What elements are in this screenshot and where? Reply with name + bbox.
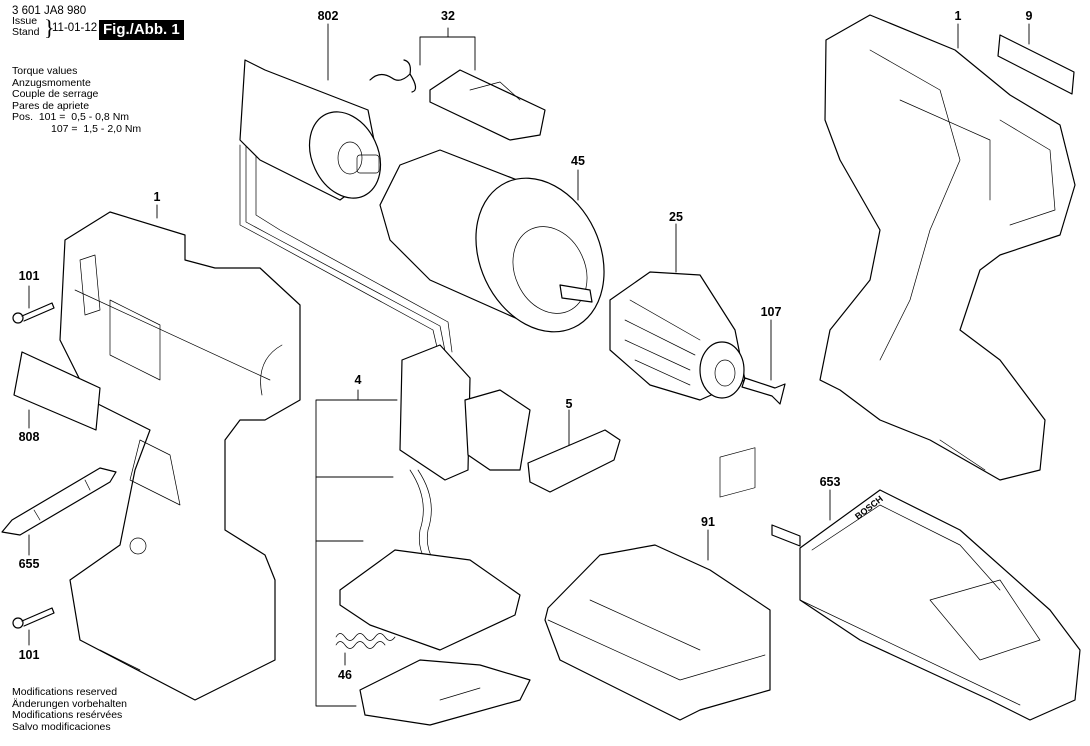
modifications-notice: Modifications reserved Änderungen vorbeh… xyxy=(12,686,128,733)
chuck-25 xyxy=(609,271,746,401)
torque-heading-de: Anzugsmomente xyxy=(12,76,91,89)
torque-row: 107 = 1,5 - 2,0 Nm xyxy=(51,122,142,135)
modifications-line: Salvo modificaciones xyxy=(12,720,111,733)
issue-label: Issue Stand xyxy=(12,16,39,38)
part-label-107: 107 xyxy=(760,305,782,319)
part-label-46: 46 xyxy=(338,668,352,682)
part-label-655: 655 xyxy=(18,557,40,571)
motor-802 xyxy=(239,59,382,201)
torque-heading-fr: Couple de serrage xyxy=(12,88,99,100)
part-label-4: 4 xyxy=(354,373,362,387)
screw-101-top xyxy=(12,302,55,324)
screw-107 xyxy=(741,377,786,405)
part-label-808: 808 xyxy=(18,430,40,444)
figure-badge: Fig./Abb. 1 xyxy=(99,20,184,40)
part-number: 3 601 JA8 980 xyxy=(12,5,87,17)
part-label-32: 32 xyxy=(441,9,455,23)
bit-655 xyxy=(1,467,117,536)
part-label-101-top: 101 xyxy=(18,269,40,283)
left-housing xyxy=(59,211,301,701)
part-label-9: 9 xyxy=(1025,9,1033,23)
torque-values-block: Torque values Anzugsmomente Couple de se… xyxy=(12,65,142,135)
part-label-91: 91 xyxy=(701,515,715,529)
switch-base xyxy=(339,549,531,726)
issue-label-de: Stand xyxy=(12,26,40,38)
leader-4-bracket xyxy=(315,399,398,707)
screw-101-bottom xyxy=(12,607,55,629)
part-label-5: 5 xyxy=(565,397,573,411)
part-label-1-left: 1 xyxy=(153,190,161,204)
selector-5 xyxy=(527,429,621,493)
part-label-101-bottom: 101 xyxy=(18,648,40,662)
charger-653: BOSCH xyxy=(771,489,1081,721)
torque-row: Pos. 101 = 0,5 - 0,8 Nm xyxy=(12,111,130,123)
issue-label-en: Issue xyxy=(12,15,38,27)
motor-wires xyxy=(239,144,453,361)
gearbox-45 xyxy=(379,149,605,333)
part-label-802: 802 xyxy=(317,9,339,23)
part-label-25: 25 xyxy=(669,210,683,224)
modifications-line: Modifications resérvées xyxy=(12,709,123,721)
slider-set-32 xyxy=(369,59,546,141)
spring-46 xyxy=(335,633,396,649)
torque-heading-en: Torque values xyxy=(12,65,78,77)
part-label-1-right: 1 xyxy=(954,9,962,23)
part-label-45: 45 xyxy=(571,154,585,168)
battery-91 xyxy=(544,447,771,721)
torque-heading-es: Pares de apriete xyxy=(12,99,90,112)
label-strip-9 xyxy=(997,34,1075,95)
modifications-line: Modifications reserved xyxy=(12,686,118,698)
part-label-653: 653 xyxy=(819,475,841,489)
switch-4 xyxy=(399,344,531,581)
brace-glyph: } xyxy=(44,15,55,40)
type-plate-808 xyxy=(13,351,101,431)
issue-date: 11-01-12 xyxy=(52,22,98,34)
modifications-line: Änderungen vorbehalten xyxy=(12,697,128,710)
right-housing xyxy=(819,14,1076,481)
leader-32 xyxy=(419,36,476,71)
